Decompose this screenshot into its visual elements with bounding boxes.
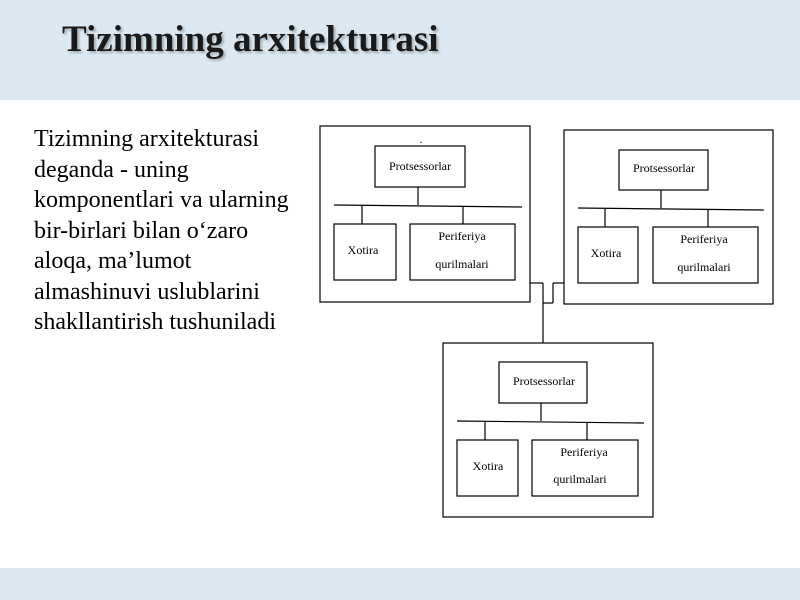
system-node-1 [319,125,531,303]
node-2-peripheral-label-1: Periferiya [680,232,728,246]
node-3-peripheral-label-1: Periferiya [560,445,608,459]
node-1-processor-label: Protsessorlar [389,159,451,173]
node-3-frame [442,342,654,518]
node-3-processor-label: Protsessorlar [513,374,575,388]
slide-description: Tizimning arxitekturasi deganda - uning … [34,126,289,335]
node-3-memory-label: Xotira [473,459,504,473]
node-2-frame [563,129,774,305]
node-1-mark: . [420,132,423,146]
node-1-memory-box [333,223,397,281]
node-2-processor-box [618,149,709,191]
node-3-bus [456,420,645,424]
node-1-peripheral-label-1: Periferiya [438,229,486,243]
interconnect-lines [530,282,564,343]
node-1-memory-label: Xotira [348,243,379,257]
node-2-memory-box [577,226,639,284]
node-3-peripheral-box [531,439,639,497]
node-3-processor-box [498,361,588,404]
node-2-peripheral-label-2: qurilmalari [677,260,731,274]
node-2-bus [577,207,765,211]
slide-title: Tizimning arxitekturasi [62,19,439,60]
node-1-processor-box [374,145,466,188]
system-node-3 [442,342,654,518]
node-2-processor-label: Protsessorlar [633,161,695,175]
node-3-peripheral-label-2: qurilmalari [553,472,607,486]
footer-band [0,568,800,600]
node-1-peripheral-box [409,223,516,281]
node-1-peripheral-label-2: qurilmalari [435,257,489,271]
header-band [0,0,800,100]
node-1-frame [319,125,531,303]
system-node-2 [563,129,774,305]
node-2-memory-label: Xotira [591,246,622,260]
node-3-memory-box [456,439,519,497]
node-1-bus [333,204,523,208]
node-2-peripheral-box [652,226,759,284]
